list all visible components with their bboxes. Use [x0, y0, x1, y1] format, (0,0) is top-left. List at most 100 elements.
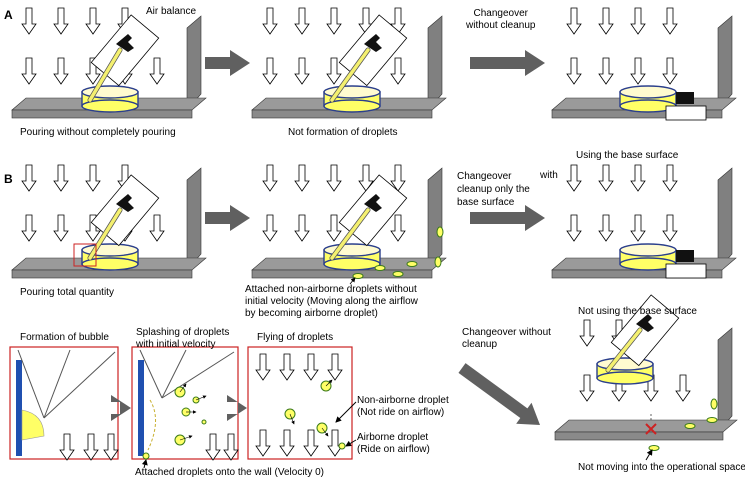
pipette-icon	[329, 14, 408, 103]
pipette-icon	[87, 174, 160, 261]
airflow-arrow-icon	[566, 214, 582, 242]
airflow-arrow-icon	[205, 433, 221, 461]
pipette-stand	[665, 263, 707, 279]
zoom-region-frame	[73, 243, 97, 267]
petri-dish-base	[596, 371, 654, 385]
airflow-arrow-icon	[598, 57, 614, 85]
changeover-cleanup-base-label: Changeover cleanup only the base surface	[457, 171, 530, 208]
dish-wall	[16, 360, 22, 456]
section-label-a: A	[4, 8, 13, 22]
flying-label: Flying of droplets	[257, 332, 334, 343]
airflow-arrow-icon	[390, 214, 406, 242]
airflow-arrow-icon	[21, 7, 37, 35]
velocity-arrow	[179, 383, 187, 393]
airflow-arrow-icon	[255, 353, 271, 381]
velocity-arrow	[325, 379, 333, 387]
dish-wall	[138, 360, 144, 456]
process-arrow-icon	[111, 395, 131, 421]
not-moving-label: Not moving into the operational space	[578, 462, 745, 473]
pointer-arrow	[349, 277, 356, 285]
droplet	[684, 423, 696, 429]
attached-droplets-caption: Attached non-airborne droplets without i…	[245, 284, 418, 319]
airflow-arrow-icon	[598, 214, 614, 242]
petri-dish-rim	[619, 85, 677, 99]
airflow-arrow-icon	[643, 374, 659, 402]
airflow-arrow-icon	[630, 214, 646, 242]
airflow-arrow-icon	[598, 7, 614, 35]
cabinet-wall	[717, 15, 733, 111]
airflow-arrow-icon	[262, 214, 278, 242]
blocked-cross-icon	[645, 423, 657, 435]
process-arrow-icon	[205, 50, 250, 76]
airflow-arrow-icon	[598, 164, 614, 192]
airflow-arrow-icon	[21, 164, 37, 192]
work-surface-front	[11, 269, 193, 279]
callout-arrow	[645, 449, 653, 461]
airflow-arrow-icon	[21, 57, 37, 85]
pipette-icon	[605, 294, 680, 373]
airflow-arrow-icon	[327, 353, 343, 381]
formation-bubble-label: Formation of bubble	[20, 332, 109, 343]
airflow-arrow-icon	[630, 7, 646, 35]
petri-dish-base	[323, 99, 381, 113]
droplet	[142, 452, 150, 460]
airflow-arrow-icon	[566, 164, 582, 192]
pouring-total-caption: Pouring total quantity	[20, 287, 114, 298]
pipette-tip-edge	[161, 351, 235, 399]
airflow-arrow-icon	[85, 7, 101, 35]
airflow-arrow-icon	[294, 7, 310, 35]
work-surface-front	[554, 431, 724, 441]
airflow-arrow-icon	[262, 164, 278, 192]
droplet	[392, 271, 404, 277]
airflow-arrow-icon	[103, 433, 119, 461]
airflow-arrow-icon	[53, 57, 69, 85]
airflow-arrow-icon	[326, 164, 342, 192]
pipette-icon	[329, 174, 408, 261]
airflow-arrow-icon	[53, 7, 69, 35]
airflow-arrow-icon	[149, 214, 165, 242]
droplet	[352, 273, 364, 279]
velocity-arrow	[289, 413, 295, 425]
airflow-arrow-icon	[579, 319, 595, 347]
cabinet-wall	[717, 327, 733, 433]
airflow-arrow-icon	[390, 57, 406, 85]
velocity-arrow	[321, 427, 329, 437]
droplet	[406, 261, 418, 267]
velocity-arrow	[179, 435, 193, 441]
droplet	[436, 226, 444, 238]
cabinet-wall	[186, 15, 202, 111]
droplet	[374, 265, 386, 271]
callout-arrow	[141, 459, 148, 469]
pipette-tip-edge	[139, 349, 163, 399]
airflow-arrow-icon	[630, 57, 646, 85]
airflow-arrow-icon	[279, 429, 295, 457]
cabinet-wall	[186, 167, 202, 271]
airflow-arrow-icon	[326, 7, 342, 35]
airflow-arrow-icon	[662, 164, 678, 192]
pipette-rest-icon	[676, 250, 694, 262]
process-arrow-icon	[470, 205, 545, 231]
airflow-arrow-icon	[326, 57, 342, 85]
airflow-arrow-icon	[326, 214, 342, 242]
cabinet-wall	[427, 167, 443, 271]
droplet	[706, 417, 718, 423]
petri-dish-rim	[619, 243, 677, 257]
airflow-arrow-icon	[255, 429, 271, 457]
petri-dish-base	[81, 99, 139, 113]
petri-dish-base	[323, 257, 381, 271]
airflow-arrow-icon	[303, 429, 319, 457]
pipette-tip-edge	[43, 349, 71, 419]
burst-bubble-outline	[147, 399, 156, 451]
airflow-arrow-icon	[21, 214, 37, 242]
cabinet-wall	[717, 167, 733, 271]
changeover-no-cleanup-label-a: Changeover without cleanup	[466, 8, 536, 31]
pipette-tip-edge	[43, 351, 116, 419]
airflow-arrow-icon	[59, 433, 75, 461]
bubble-shape	[21, 409, 45, 441]
droplet	[434, 256, 442, 268]
airflow-arrow-icon	[675, 374, 691, 402]
airflow-arrow-icon	[53, 164, 69, 192]
pipette-tip-edge	[161, 349, 187, 399]
airflow-arrow-icon	[83, 433, 99, 461]
process-arrow-icon	[227, 395, 247, 421]
